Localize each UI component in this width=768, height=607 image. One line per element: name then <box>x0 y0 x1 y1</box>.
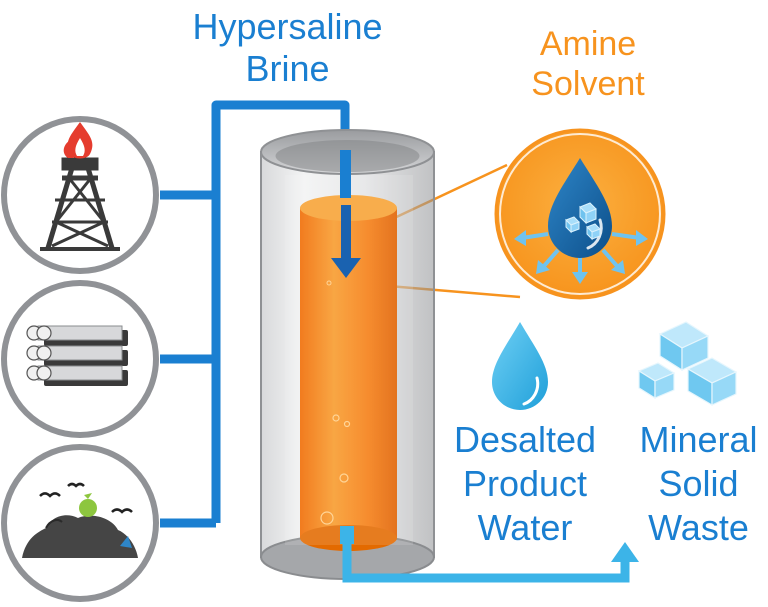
product-label-line-1: Desalted <box>453 419 597 460</box>
amine-solvent-label: Amine Solvent <box>498 24 678 104</box>
product-outlet-pipe <box>340 526 639 583</box>
mineral-label-line-3: Waste <box>648 507 749 548</box>
pipes-source <box>1 280 159 438</box>
amine-solvent-circle <box>494 128 666 300</box>
oil-gas-well-source <box>1 116 159 274</box>
landfill-icon <box>22 482 138 558</box>
mineral-crystals-icon <box>637 321 738 407</box>
desalted-product-water-label: Desalted Product Water <box>440 418 610 550</box>
product-label-line-3: Water <box>477 507 573 548</box>
water-drop-icon <box>492 322 548 410</box>
hypersaline-brine-label: Hypersaline Brine <box>160 6 415 90</box>
amine-label-line-2: Solvent <box>531 65 645 103</box>
landfill-source <box>1 444 159 602</box>
brine-label-line-2: Brine <box>245 48 330 89</box>
mineral-label-line-2: Solid <box>658 463 739 504</box>
mineral-label-line-1: Mineral <box>639 419 758 460</box>
pipes-icon <box>26 325 128 386</box>
brine-label-line-1: Hypersaline <box>192 6 383 47</box>
mineral-solid-waste-label: Mineral Solid Waste <box>626 418 768 550</box>
product-label-line-2: Product <box>462 463 588 504</box>
separation-column <box>260 129 435 580</box>
oil-gas-well-icon <box>40 157 120 251</box>
amine-label-line-1: Amine <box>539 25 637 63</box>
flame-icon <box>63 122 93 159</box>
